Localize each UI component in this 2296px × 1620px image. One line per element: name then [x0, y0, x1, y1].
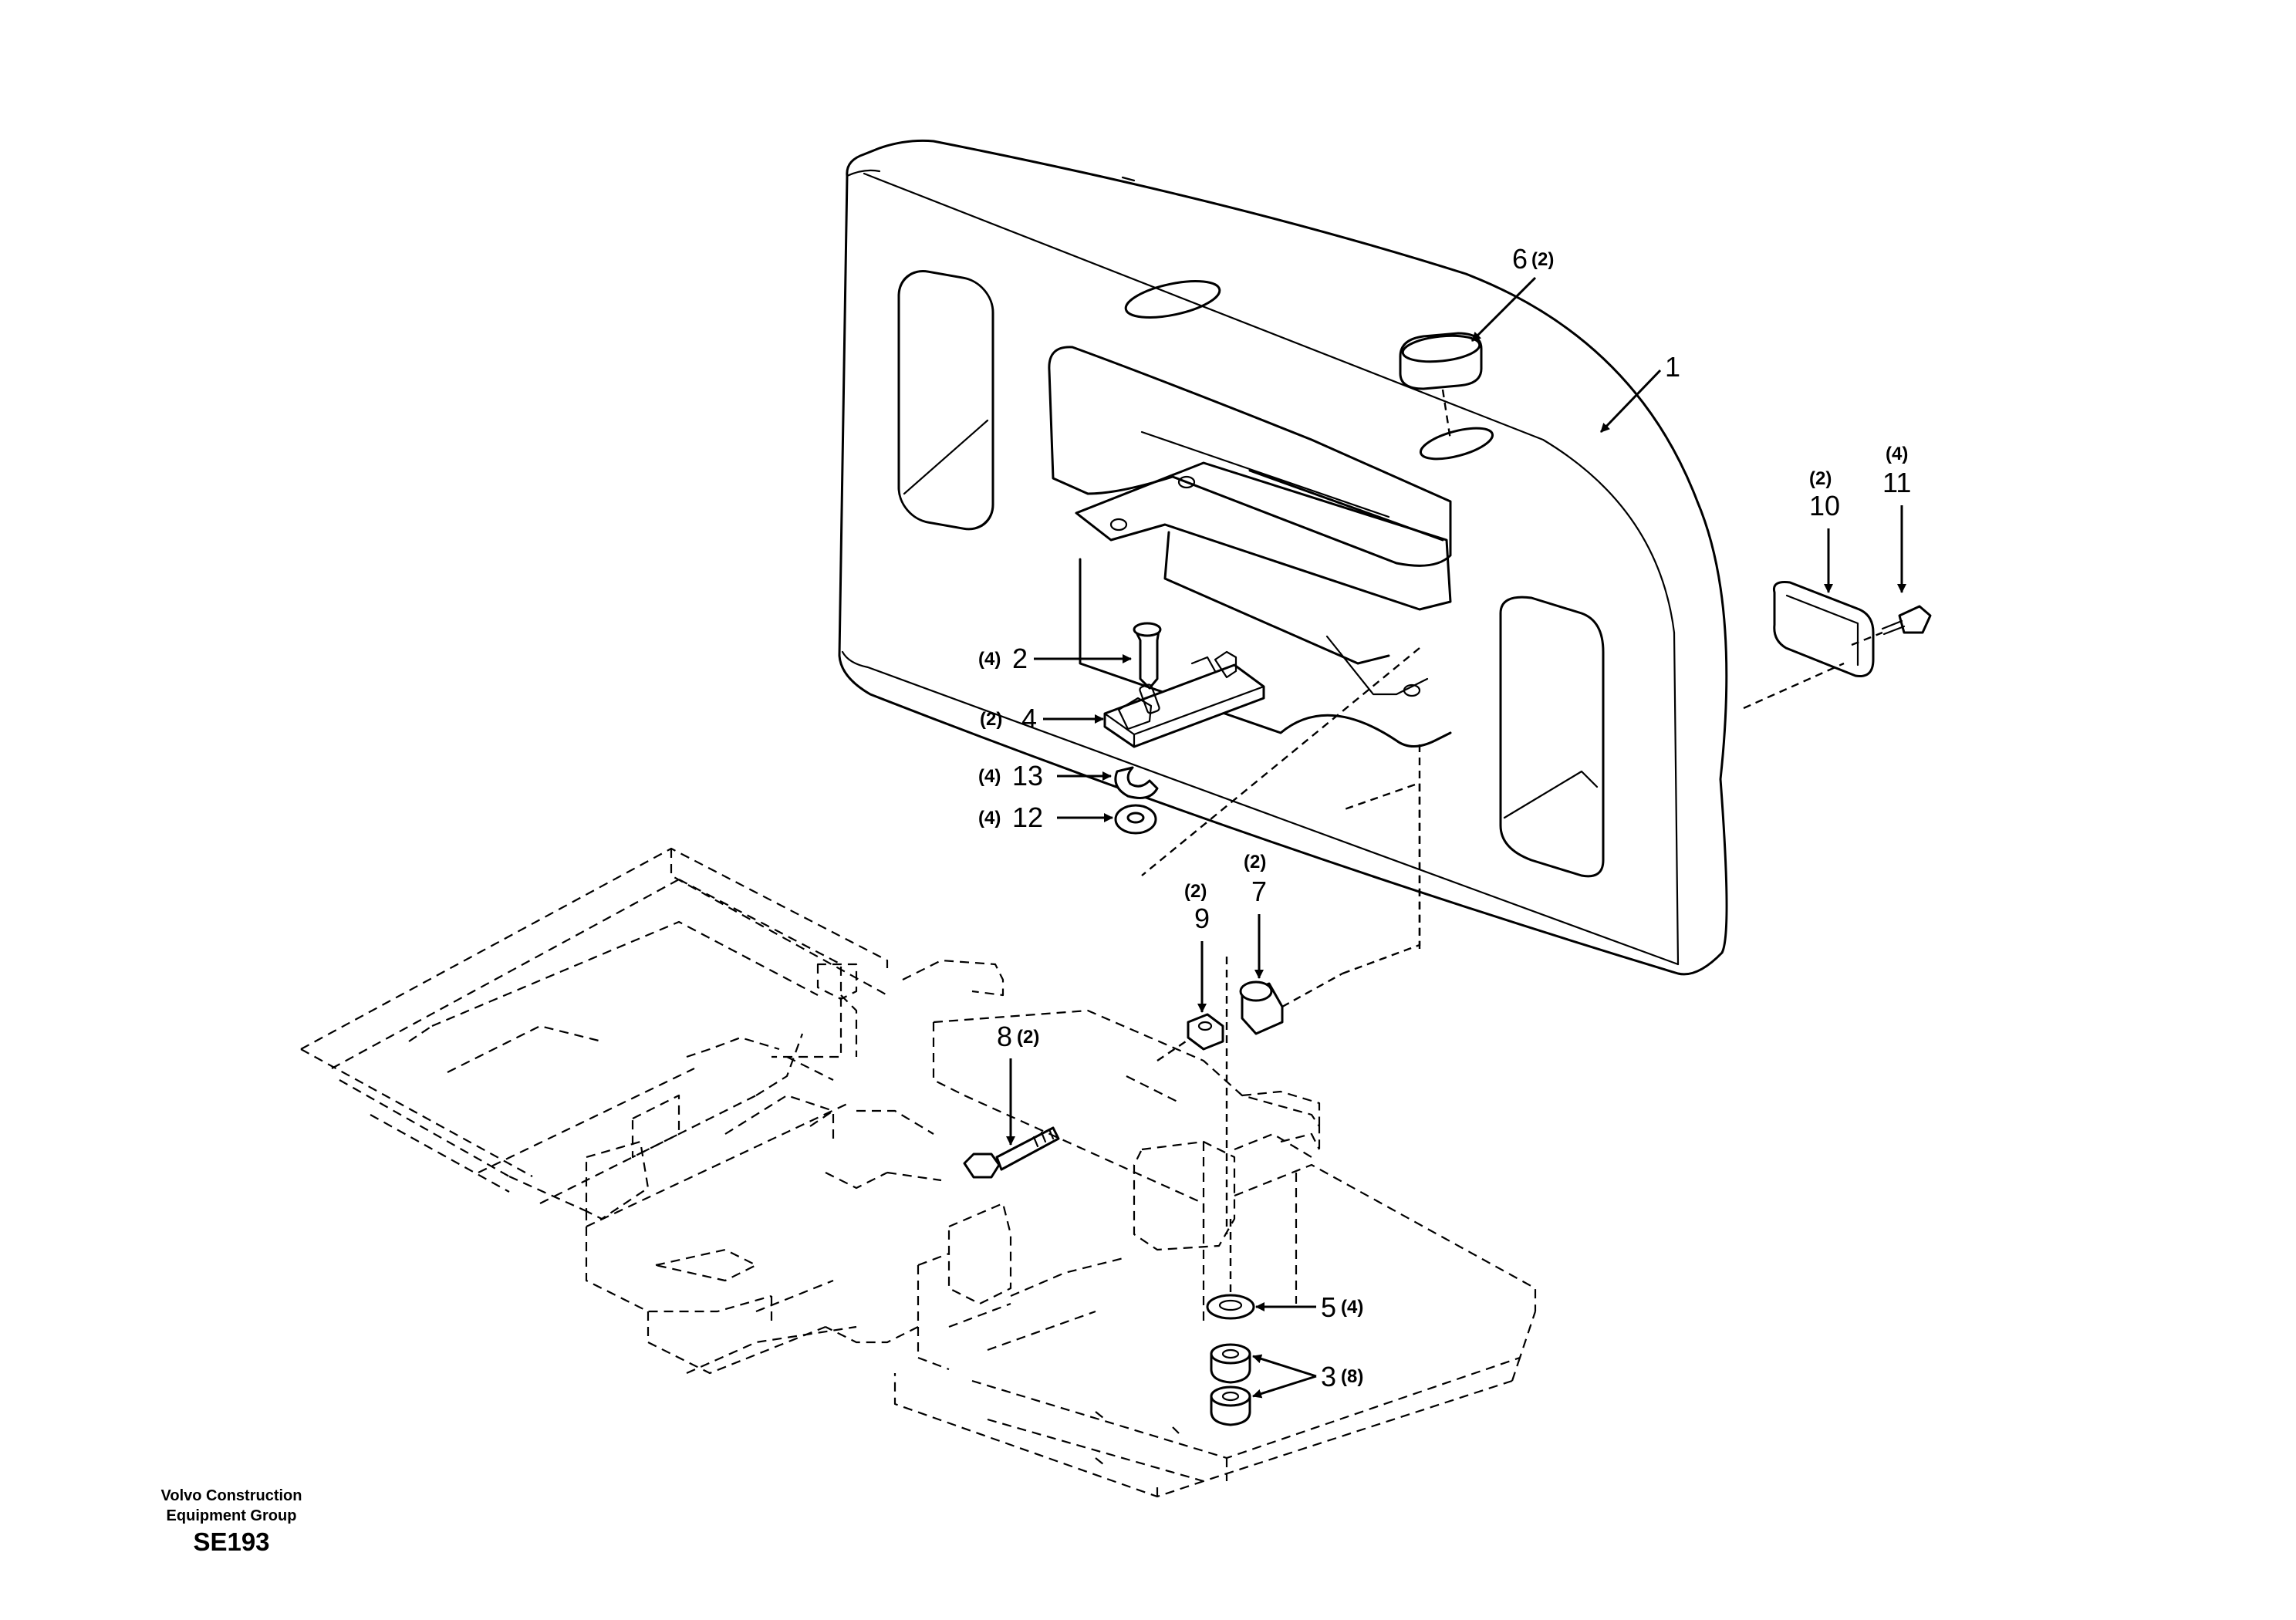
company-name: Volvo Construction Equipment Group [116, 1486, 347, 1526]
callout-12: (4) 12 [978, 802, 1113, 833]
callout-6: 6 (2) [1470, 243, 1554, 343]
svg-text:(2): (2) [980, 709, 1002, 730]
svg-text:6: 6 [1512, 243, 1528, 275]
lower-frame-ghost [508, 1009, 1537, 1498]
svg-text:5: 5 [1321, 1291, 1336, 1323]
callout-10: (2) 10 [1809, 468, 1840, 593]
svg-text:(2): (2) [1531, 249, 1554, 270]
plug-part [1399, 332, 1483, 440]
washer-part [1206, 1294, 1255, 1320]
callout-5: 5 (4) [1255, 1291, 1363, 1323]
svg-text:(2): (2) [1809, 468, 1832, 489]
callout-7: (2) 7 [1244, 852, 1267, 979]
svg-text:4: 4 [1021, 703, 1037, 734]
counterweight-part [838, 139, 1728, 976]
spacer-part [1239, 980, 1284, 1035]
u-washer-part [1114, 766, 1159, 799]
svg-text:13: 13 [1012, 760, 1043, 791]
nut-stack-part [1210, 1343, 1251, 1426]
svg-text:3: 3 [1321, 1361, 1336, 1392]
callout-3: 3 (8) [1252, 1354, 1363, 1399]
svg-text:(4): (4) [978, 808, 1001, 829]
bracket-bolt-part [1133, 622, 1162, 690]
svg-text:11: 11 [1882, 467, 1911, 498]
svg-text:2: 2 [1012, 643, 1028, 674]
svg-text:(4): (4) [1341, 1297, 1363, 1318]
company-name-line-2: Equipment Group [166, 1507, 297, 1524]
svg-text:(4): (4) [978, 766, 1001, 787]
callout-4: (2) 4 [980, 703, 1104, 734]
svg-text:7: 7 [1251, 876, 1267, 907]
svg-text:(4): (4) [978, 649, 1001, 670]
flat-washer-part [1114, 804, 1157, 835]
svg-text:9: 9 [1194, 903, 1210, 934]
callout-11: (4) 11 [1882, 444, 1911, 593]
company-name-line-1: Volvo Construction [160, 1487, 302, 1504]
mounting-plate-part [1103, 650, 1265, 748]
callout-1: 1 [1599, 351, 1680, 434]
svg-text:1: 1 [1665, 351, 1680, 383]
svg-text:8: 8 [997, 1021, 1012, 1052]
svg-text:(4): (4) [1886, 444, 1908, 464]
cover-plate-part [1743, 581, 1875, 710]
drawing-code: SE193 [193, 1527, 270, 1556]
callout-13: (4) 13 [978, 760, 1112, 791]
long-bolt-part [963, 1126, 1060, 1179]
svg-text:10: 10 [1809, 490, 1840, 521]
nut-part [1187, 1013, 1224, 1051]
callout-9: (2) 9 [1184, 881, 1210, 1013]
callout-8: 8 (2) [997, 1021, 1039, 1146]
svg-text:(8): (8) [1341, 1366, 1363, 1387]
svg-text:(2): (2) [1184, 881, 1207, 902]
svg-text:(2): (2) [1017, 1027, 1039, 1048]
svg-text:(2): (2) [1244, 852, 1266, 872]
upper-frame-ghost [300, 847, 1004, 1227]
cap-screw-part [1851, 605, 1932, 646]
svg-text:12: 12 [1012, 802, 1043, 833]
callout-2: (4) 2 [978, 643, 1132, 674]
